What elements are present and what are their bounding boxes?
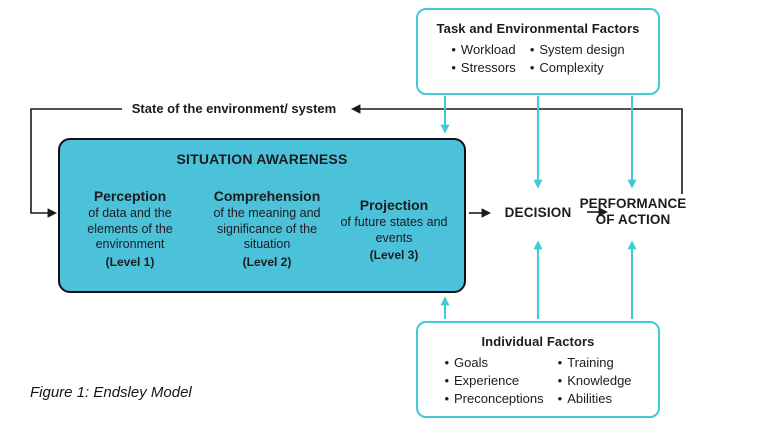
factor-item-system-design: System design (530, 41, 624, 59)
stage-perception-level: (Level 1) (105, 254, 155, 269)
task-factors-col1: Workload Stressors (451, 41, 516, 77)
situation-awareness-title: SITUATION AWARENESS (176, 151, 348, 167)
stage-projection-name: Projection (359, 197, 429, 213)
task-factors-title: Task and Environmental Factors (436, 21, 640, 36)
performance-of-action-label: PERFORMANCE OF ACTION (579, 196, 687, 227)
individual-factors-box: Individual Factors Goals Experience Prec… (416, 321, 660, 418)
state-of-environment-label: State of the environment/ system (131, 101, 337, 116)
individual-factors-col1: Goals Experience Preconceptions (444, 354, 544, 408)
decision-label: DECISION (504, 205, 572, 220)
stage-perception: Perception of data and the elements of t… (68, 188, 192, 269)
factor-item-goals: Goals (444, 354, 543, 372)
stage-comprehension: Comprehension of the meaning and signifi… (198, 188, 336, 269)
factor-item-knowledge: Knowledge (558, 372, 631, 390)
situation-awareness-box: SITUATION AWARENESS Perception of data a… (58, 138, 466, 293)
stage-comprehension-desc: of the meaning and significance of the s… (213, 206, 321, 252)
stage-projection: Projection of future states and events (… (332, 197, 456, 262)
task-factors-col2: System design Complexity (530, 41, 625, 77)
stage-projection-desc: of future states and events (340, 215, 448, 245)
stage-perception-desc: of data and the elements of the environm… (87, 206, 173, 252)
stage-comprehension-level: (Level 2) (242, 254, 292, 269)
factor-item-experience: Experience (444, 372, 543, 390)
individual-factors-col2: Training Knowledge Abilities (558, 354, 632, 408)
stage-comprehension-name: Comprehension (213, 188, 321, 204)
task-environmental-factors-box: Task and Environmental Factors Workload … (416, 8, 660, 95)
factor-item-abilities: Abilities (558, 390, 632, 408)
factor-item-stressors: Stressors (451, 59, 516, 77)
factor-item-training: Training (558, 354, 632, 372)
stage-perception-name: Perception (93, 188, 167, 204)
stage-projection-level: (Level 3) (369, 248, 419, 263)
task-factors-list: Workload Stressors System design Complex… (418, 41, 658, 77)
factor-item-workload: Workload (451, 41, 516, 59)
factor-item-complexity: Complexity (530, 59, 625, 77)
individual-factors-title: Individual Factors (481, 334, 595, 349)
figure-caption: Figure 1: Endsley Model (30, 384, 192, 401)
factor-item-preconceptions: Preconceptions (444, 390, 544, 408)
individual-factors-list: Goals Experience Preconceptions Training… (418, 354, 658, 408)
